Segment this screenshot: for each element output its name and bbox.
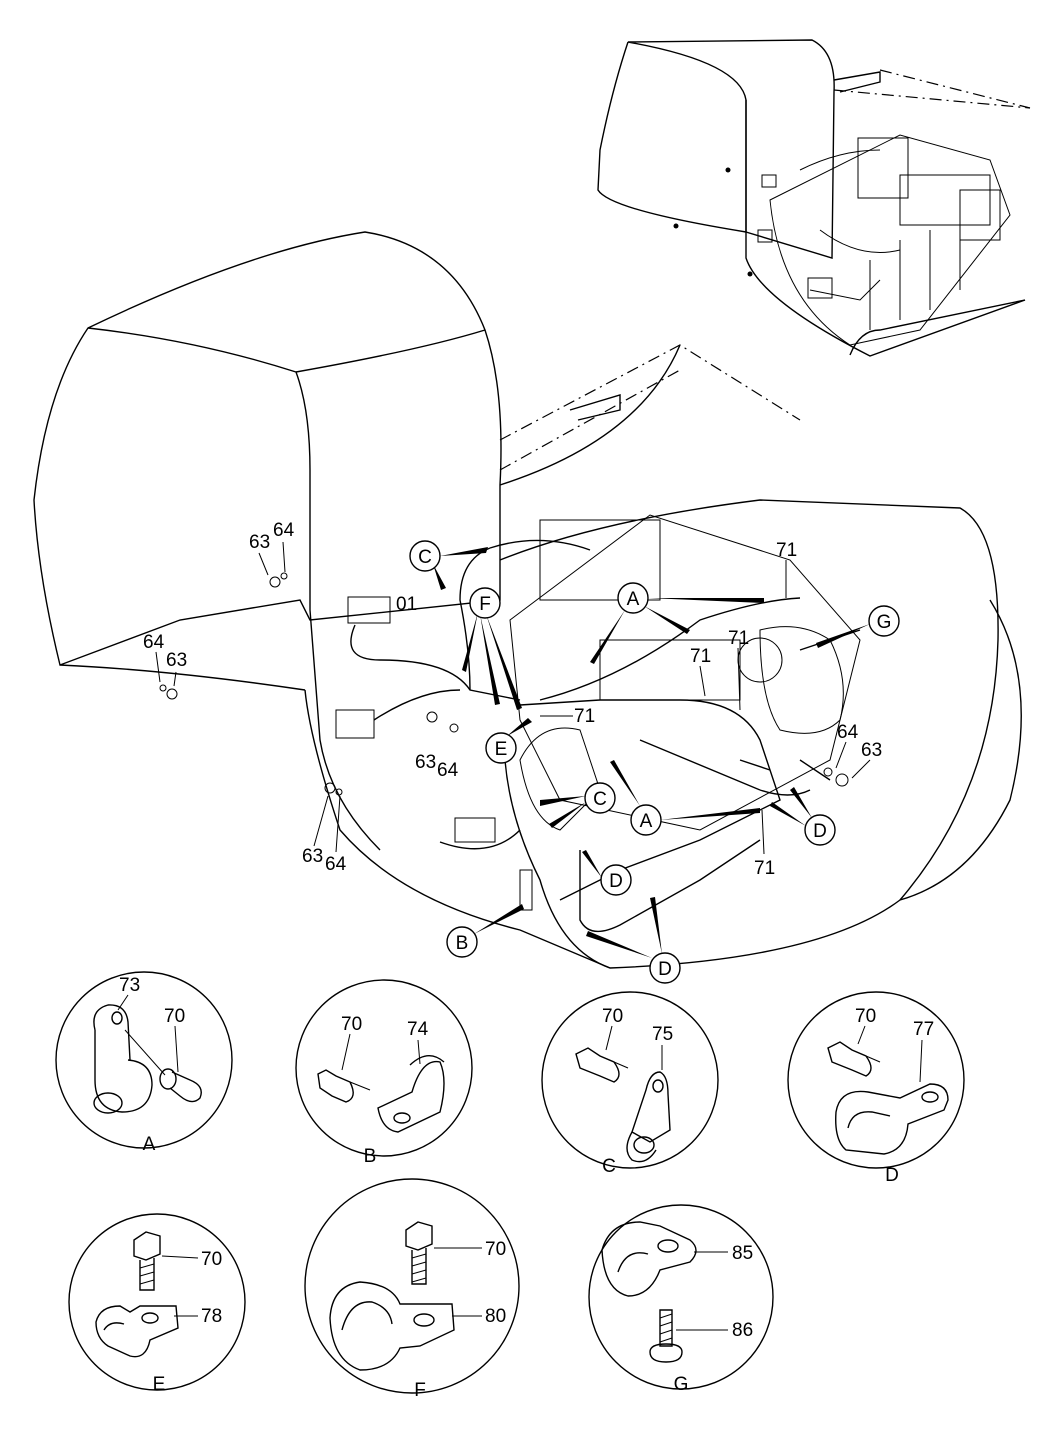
detail-caption: F	[414, 1380, 426, 1401]
detail-d: 70 77 D	[787, 991, 965, 1186]
part-label: 63	[166, 650, 187, 671]
part-label: 75	[652, 1024, 673, 1045]
detail-caption: C	[602, 1156, 616, 1177]
callout-e: E	[495, 739, 508, 760]
callout-a: A	[627, 589, 640, 610]
detail-c: 70 75 C	[541, 991, 719, 1177]
part-label: 78	[201, 1306, 222, 1327]
part-label: 70	[602, 1006, 623, 1027]
callout-a: A	[640, 811, 653, 832]
part-labels: 01 63 64 64 63 63 64 63 64 64 63 71 71 7…	[143, 520, 882, 879]
callout-c: C	[593, 789, 607, 810]
part-label: 73	[119, 975, 140, 996]
callout-g: G	[877, 612, 892, 633]
detail-caption: A	[143, 1134, 156, 1155]
callouts: C F A G E C A D	[409, 540, 900, 984]
part-label: 85	[732, 1243, 753, 1264]
part-label: 71	[690, 646, 711, 667]
detail-a: 73 70 A	[55, 971, 233, 1155]
callout-d: D	[813, 821, 827, 842]
detail-caption: E	[153, 1374, 166, 1395]
part-label: 64	[273, 520, 295, 541]
part-label: 77	[913, 1019, 934, 1040]
detail-caption: B	[364, 1146, 377, 1167]
part-label: 74	[407, 1019, 429, 1040]
callout-d: D	[658, 959, 672, 980]
part-label: 64	[437, 760, 459, 781]
part-label: 70	[201, 1249, 222, 1270]
part-label: 70	[485, 1239, 506, 1260]
part-label: 86	[732, 1320, 753, 1341]
part-label: 64	[143, 632, 165, 653]
detail-caption: G	[674, 1374, 689, 1395]
part-label: 80	[485, 1306, 506, 1327]
detail-b: 70 74 B	[295, 979, 473, 1167]
detail-f: 70 80 F	[304, 1178, 520, 1401]
part-label: 70	[341, 1014, 362, 1035]
inset-view	[597, 39, 1031, 357]
callout-b: B	[456, 933, 469, 954]
part-label: 71	[754, 858, 775, 879]
part-label: 63	[249, 532, 270, 553]
part-label: 64	[325, 854, 347, 875]
callout-f: F	[479, 594, 491, 615]
callout-c: C	[418, 547, 432, 568]
main-view	[33, 231, 1022, 969]
part-label: 71	[574, 706, 595, 727]
part-label: 70	[164, 1006, 185, 1027]
detail-g: 85 86 G	[588, 1204, 774, 1395]
part-label: 71	[776, 540, 797, 561]
part-label: 01	[396, 594, 417, 615]
detail-caption: D	[885, 1165, 899, 1186]
part-label: 70	[855, 1006, 876, 1027]
part-label: 71	[728, 628, 749, 649]
part-label: 63	[415, 752, 436, 773]
part-label: 63	[861, 740, 882, 761]
callout-d: D	[609, 871, 623, 892]
detail-e: 70 78 E	[68, 1213, 246, 1395]
part-label: 63	[302, 846, 323, 867]
part-label: 64	[837, 722, 859, 743]
